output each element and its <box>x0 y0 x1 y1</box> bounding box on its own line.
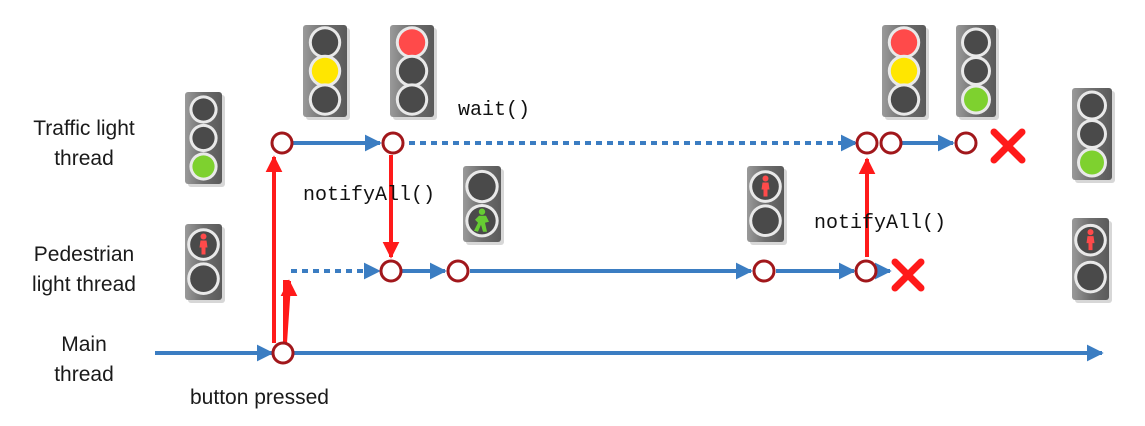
pedestrian-light-icon-green <box>463 166 504 245</box>
wait-label: wait() <box>458 99 531 122</box>
pedestrian-light-icon-red <box>747 166 787 245</box>
node-traffic-start <box>270 131 294 155</box>
traffic-light-icon-start <box>185 92 225 187</box>
traffic-light-icon-red-yellow <box>882 25 929 120</box>
button-pressed-label: button pressed <box>190 386 329 409</box>
pedestrian-light-icon-start <box>185 224 225 303</box>
pedestrian-end-x-icon <box>891 258 925 292</box>
main-thread-label: Main thread <box>54 333 114 386</box>
button-signal-elbow <box>283 280 289 343</box>
node-main-button <box>271 341 295 365</box>
traffic-light-icon-red <box>390 25 437 120</box>
node-traffic-notified <box>855 131 879 155</box>
node-ped-green <box>446 259 470 283</box>
node-traffic-wait <box>381 131 405 155</box>
node-ped-red <box>752 259 776 283</box>
traffic-light-icon-final <box>1072 88 1115 183</box>
node-traffic-resume <box>879 131 903 155</box>
notify-all-right-label: notifyAll() <box>814 212 947 235</box>
node-traffic-end <box>954 131 978 155</box>
node-ped-wakeup <box>379 259 403 283</box>
pedestrian-thread-label: Pedestrian light thread <box>32 243 136 296</box>
node-ped-notify <box>854 259 878 283</box>
traffic-thread-label: Traffic light thread <box>33 117 135 170</box>
pedestrian-light-icon-final <box>1072 218 1112 303</box>
notify-all-left-label: notifyAll() <box>303 184 436 207</box>
traffic-light-icon-green <box>956 25 999 120</box>
traffic-light-icon-yellow <box>303 25 350 120</box>
traffic-end-x-icon <box>990 128 1026 164</box>
